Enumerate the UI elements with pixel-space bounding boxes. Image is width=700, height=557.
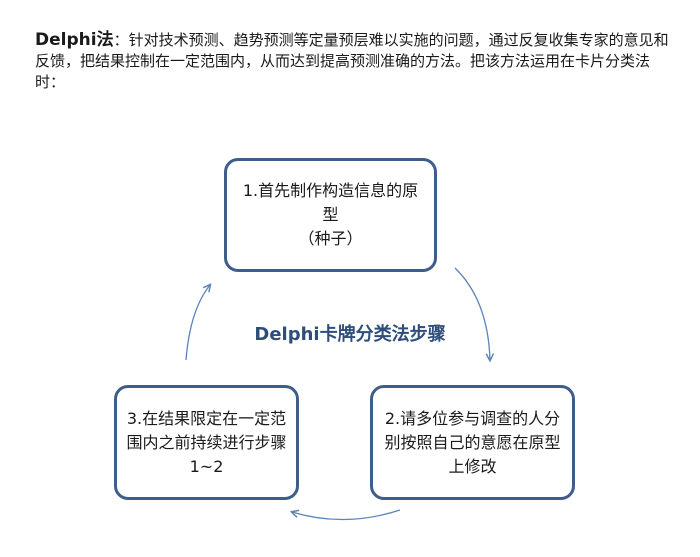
arrow-step2-to-step3 — [292, 509, 401, 521]
arrow-step3-to-step1 — [185, 285, 210, 361]
step-1-box: 1.首先制作构造信息的原型 （种子） — [224, 158, 437, 272]
step-2-box: 2.请多位参与调查的人分别按照自己的意愿在原型上修改 — [370, 385, 575, 500]
step-1-label: 1.首先制作构造信息的原型 （种子） — [242, 181, 419, 248]
diagram-title: Delphi卡牌分类法步骤 — [254, 324, 446, 345]
step-3-box: 3.在结果限定在一定范围内之前持续进行步骤1~2 — [114, 385, 299, 500]
step-2-label: 2.请多位参与调查的人分别按照自己的意愿在原型上修改 — [384, 408, 561, 476]
intro-term: Delphi法 — [35, 30, 114, 50]
intro-text: ：针对技术预测、趋势预测等定量预层难以实施的问题，通过反复收集专家的意见和反馈，… — [35, 31, 669, 91]
step-3-label: 3.在结果限定在一定范围内之前持续进行步骤1~2 — [126, 408, 287, 476]
arrow-step1-to-step2 — [454, 267, 490, 360]
intro-paragraph: Delphi法：针对技术预测、趋势预测等定量预层难以实施的问题，通过反复收集专家… — [35, 30, 675, 93]
